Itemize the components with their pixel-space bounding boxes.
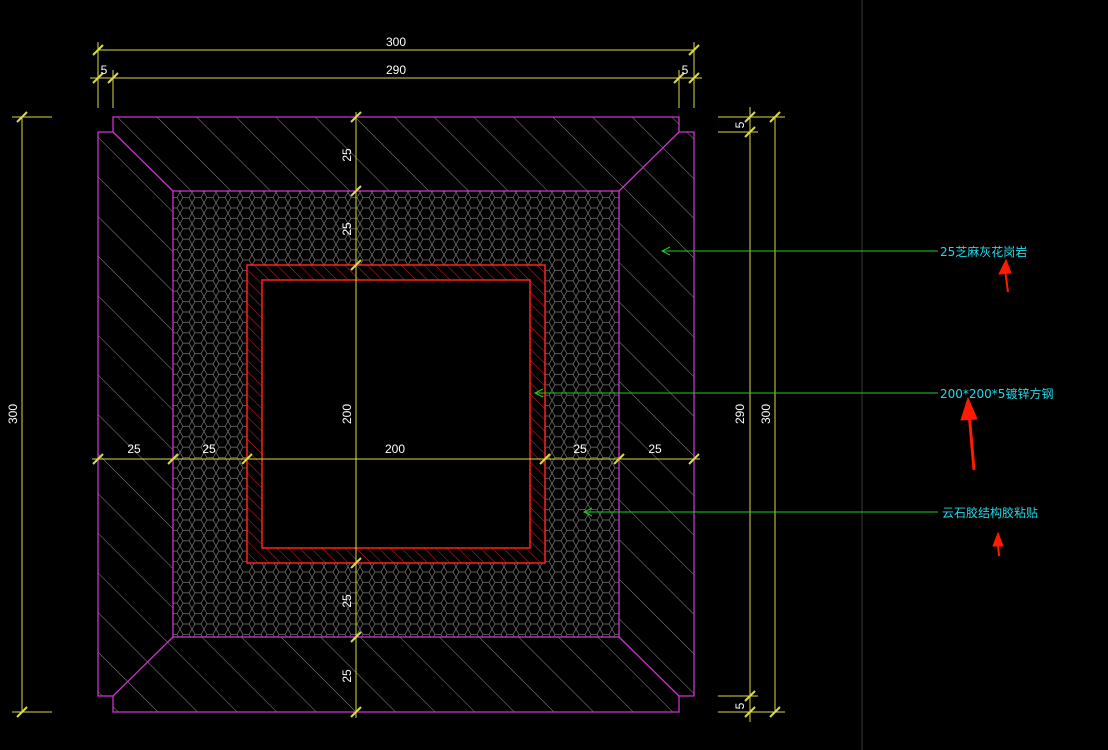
dimension-texts: 300 290 5 5 300 290 300 5 5 25 25 200 25… bbox=[6, 35, 773, 709]
miter-line bbox=[618, 636, 680, 697]
annotation-steel-tube: 200*200*5镀锌方钢 bbox=[940, 386, 1053, 401]
miter-line bbox=[618, 131, 680, 192]
steel-outer-outline bbox=[246, 264, 546, 564]
dim-horizontal-chain: 25 bbox=[648, 442, 662, 456]
dim-horizontal-chain: 25 bbox=[202, 442, 216, 456]
annotation-adhesive: 云石胶结构胶粘贴 bbox=[942, 505, 1038, 520]
dim-right-overall: 300 bbox=[759, 404, 773, 424]
leader-arrow bbox=[582, 507, 593, 517]
dim-top-right-offset: 5 bbox=[682, 63, 689, 77]
dim-vertical-chain: 25 bbox=[340, 148, 354, 162]
dim-horizontal-chain: 25 bbox=[573, 442, 587, 456]
leaders bbox=[533, 246, 938, 517]
dim-top-inner: 290 bbox=[386, 63, 406, 77]
adhesive-layer bbox=[173, 191, 619, 637]
annotation-granite: 25芝麻灰花岗岩 bbox=[940, 244, 1027, 259]
dim-vertical-chain: 200 bbox=[340, 404, 354, 424]
leader-arrow bbox=[660, 246, 671, 256]
markup-arrows bbox=[960, 258, 1012, 557]
dim-vertical-chain: 25 bbox=[340, 669, 354, 683]
steel-wall-hatch bbox=[247, 265, 545, 563]
dim-top-left-offset: 5 bbox=[101, 63, 108, 77]
dimensions bbox=[12, 42, 785, 722]
steel-tube bbox=[246, 264, 546, 564]
dim-horizontal-chain: 25 bbox=[127, 442, 141, 456]
dim-top-overall: 300 bbox=[386, 35, 406, 49]
miter-line bbox=[112, 636, 174, 697]
leader-arrow bbox=[533, 388, 544, 398]
dim-right-inner: 290 bbox=[733, 404, 747, 424]
dim-right-bottom-offset: 5 bbox=[733, 702, 747, 709]
dim-horizontal-chain: 200 bbox=[385, 442, 405, 456]
miter-line bbox=[112, 131, 174, 192]
dim-vertical-chain: 25 bbox=[340, 594, 354, 608]
dim-right-top-offset: 5 bbox=[733, 121, 747, 128]
red-arrow-icon bbox=[992, 531, 1004, 557]
red-arrow-icon bbox=[960, 396, 978, 471]
dim-left-overall: 300 bbox=[6, 404, 20, 424]
dim-vertical-chain: 25 bbox=[340, 222, 354, 236]
steel-inner-outline bbox=[261, 279, 531, 549]
red-arrow-icon bbox=[998, 258, 1012, 293]
